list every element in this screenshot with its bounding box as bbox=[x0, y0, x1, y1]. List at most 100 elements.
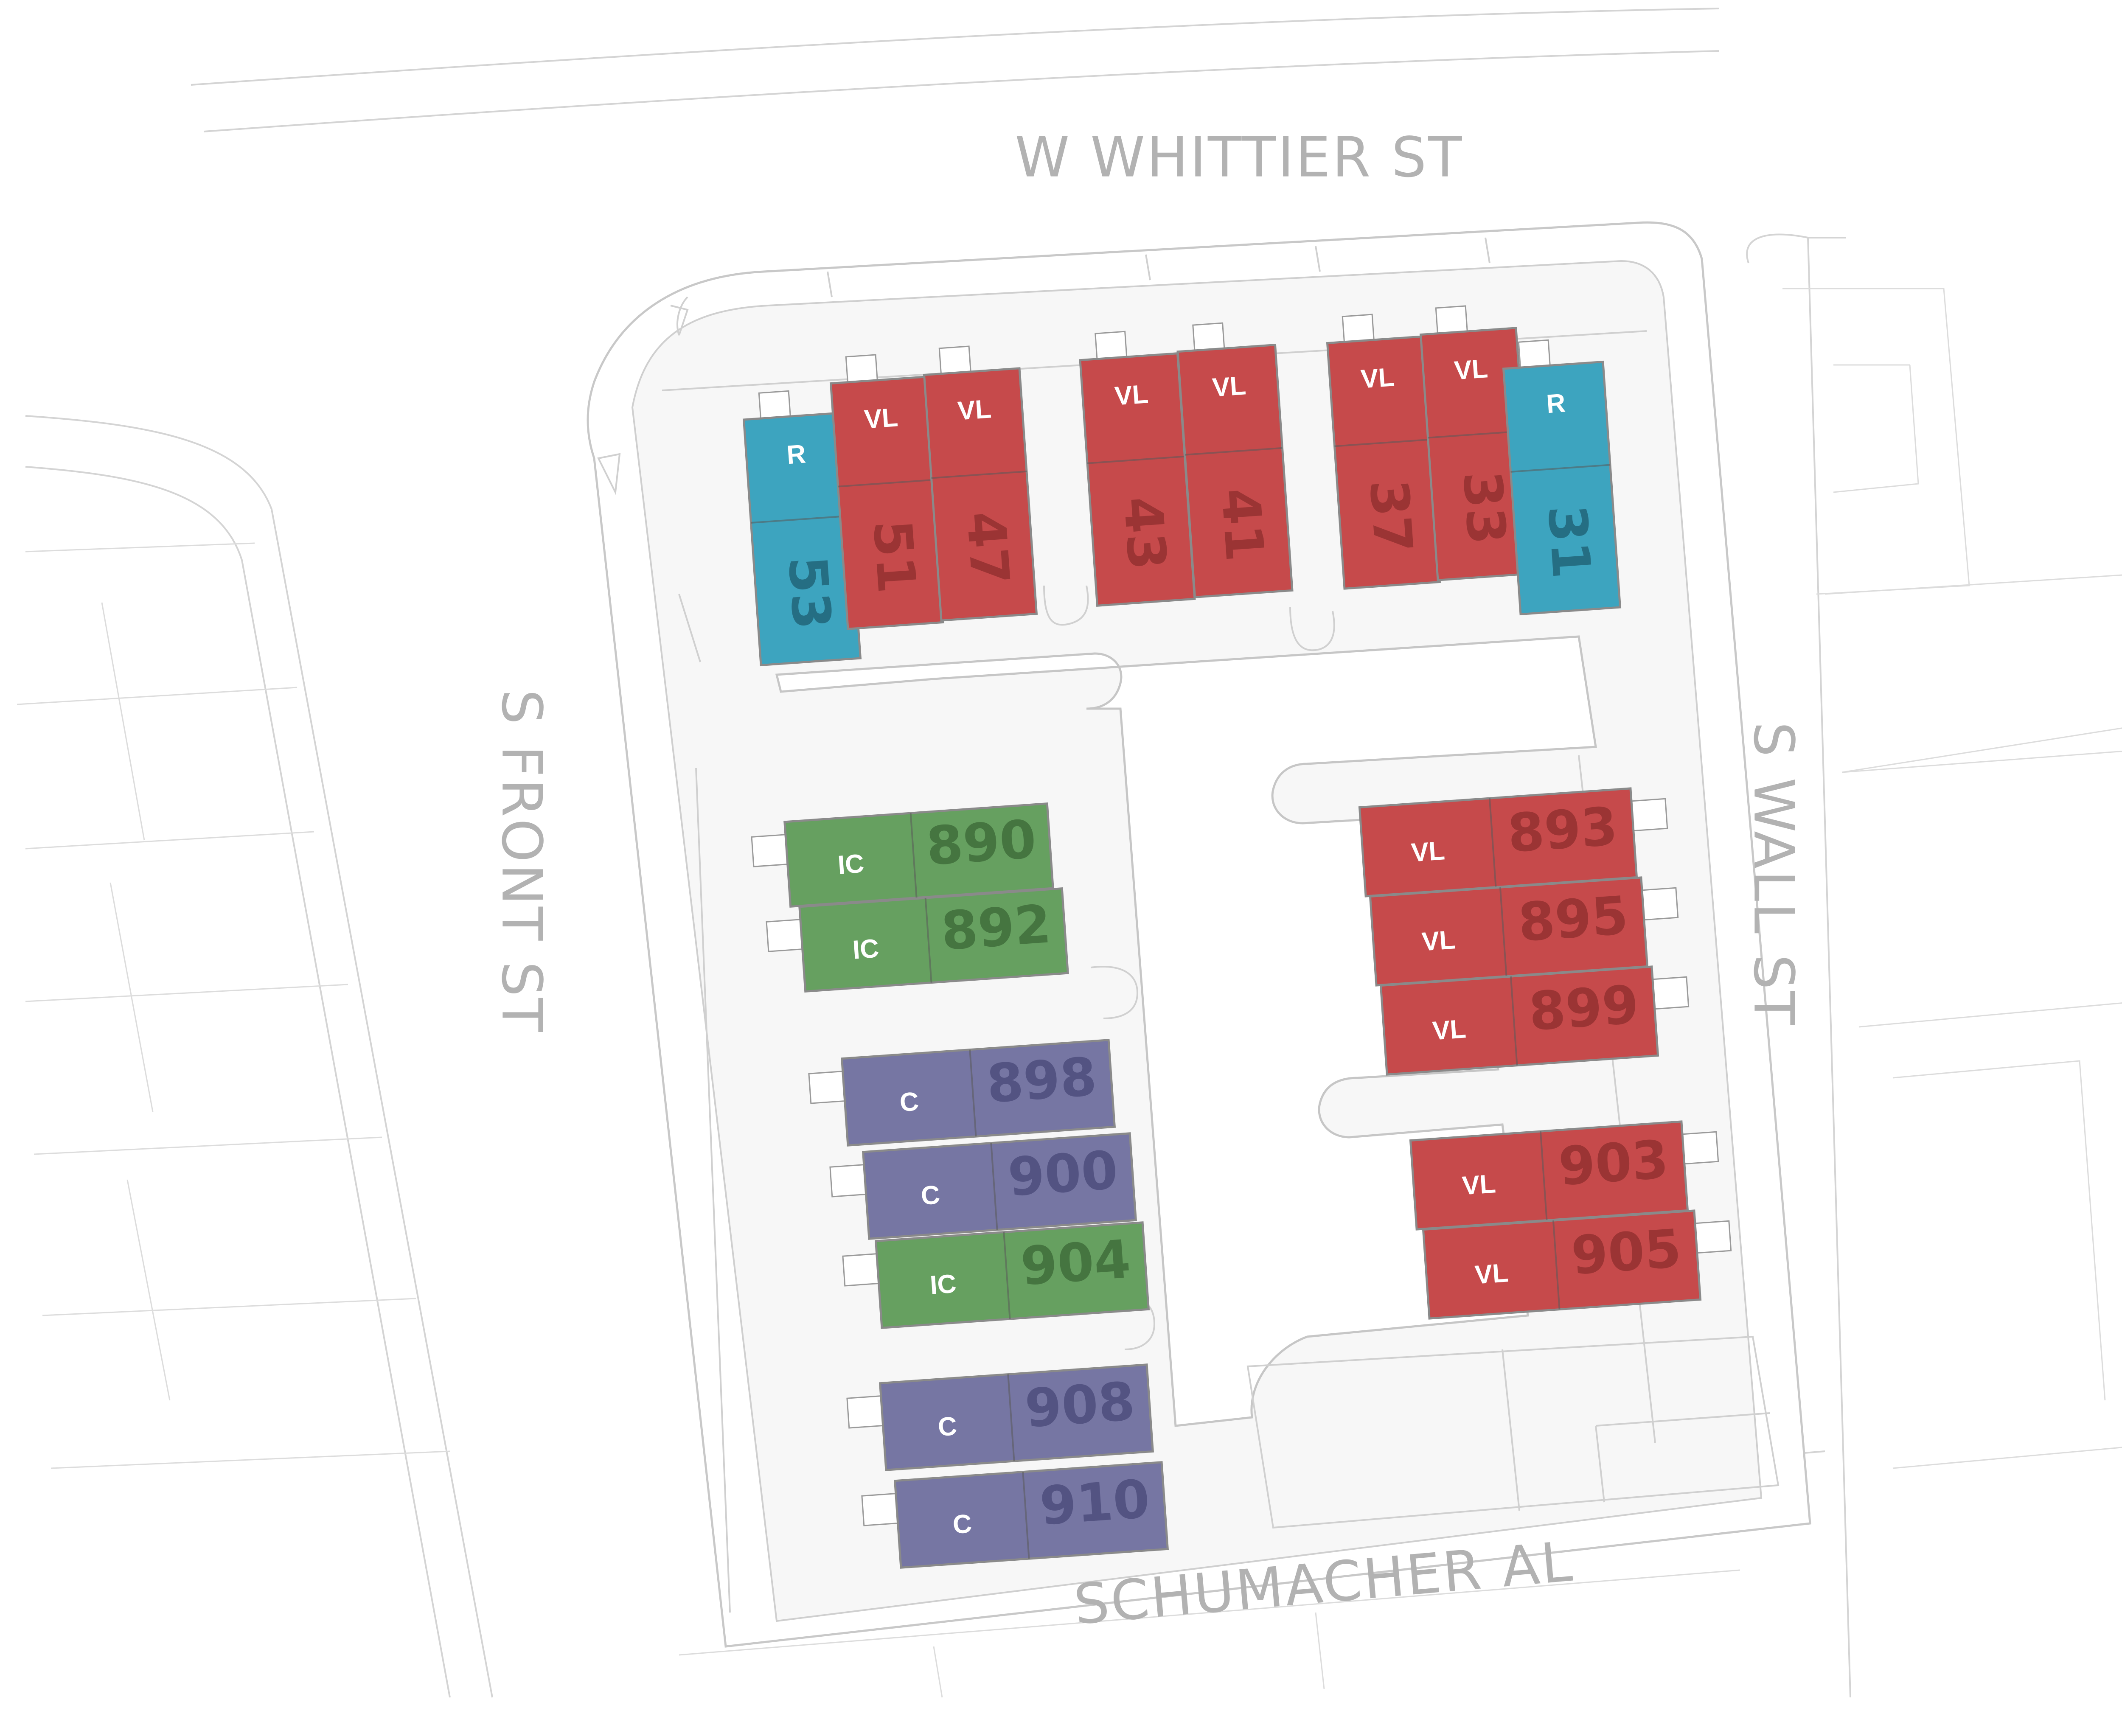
street-label-north: W WHITTIER ST bbox=[1015, 125, 1463, 190]
unit-904[interactable]: IC 904 bbox=[842, 1221, 1150, 1330]
unit-type-label: IC bbox=[837, 849, 865, 880]
unit-footprint[interactable] bbox=[798, 887, 1069, 993]
entry-stair-icon bbox=[1652, 976, 1690, 1010]
unit-number-label: 43 bbox=[1112, 495, 1178, 572]
entry-stair-icon bbox=[766, 919, 803, 952]
unit-divider bbox=[1488, 798, 1497, 887]
unit-number-label: 903 bbox=[1557, 1129, 1670, 1198]
unit-divider bbox=[1087, 455, 1185, 464]
unit-31[interactable]: R31 bbox=[1502, 337, 1622, 616]
entry-stair-icon bbox=[829, 1164, 867, 1198]
unit-footprint[interactable] bbox=[1379, 965, 1659, 1076]
unit-divider bbox=[1022, 1472, 1030, 1559]
unit-type-label: VL bbox=[1114, 379, 1149, 411]
unit-divider bbox=[751, 515, 851, 524]
unit-type-label: R bbox=[786, 439, 806, 470]
unit-number-label: 890 bbox=[924, 809, 1038, 878]
unit-footprint[interactable] bbox=[1422, 1209, 1702, 1320]
unit-footprint[interactable] bbox=[923, 367, 1038, 622]
unit-type-label: C bbox=[937, 1411, 958, 1442]
entry-stair-icon bbox=[861, 1493, 899, 1526]
unit-number-label: 33 bbox=[1451, 469, 1517, 547]
entry-stair-icon bbox=[1694, 1220, 1732, 1254]
unit-divider bbox=[969, 1049, 977, 1137]
unit-number-label: 892 bbox=[939, 894, 1053, 962]
unit-footprint[interactable] bbox=[1176, 344, 1294, 598]
unit-footprint[interactable] bbox=[893, 1461, 1169, 1569]
unit-divider bbox=[1510, 976, 1518, 1066]
unit-47[interactable]: VL 47 bbox=[922, 343, 1038, 622]
entry-stair-icon bbox=[758, 390, 791, 419]
unit-type-label: C bbox=[899, 1087, 920, 1117]
unit-type-label: VL bbox=[957, 394, 992, 426]
street-label-west: S FRONT ST bbox=[489, 689, 554, 1033]
unit-type-label: VL bbox=[1360, 362, 1395, 394]
unit-number-label: 910 bbox=[1038, 1469, 1151, 1537]
entry-stair-icon bbox=[1192, 322, 1225, 351]
unit-footprint[interactable] bbox=[874, 1221, 1150, 1329]
entry-stair-icon bbox=[751, 834, 789, 867]
unit-footprint[interactable] bbox=[862, 1132, 1137, 1240]
unit-number-label: 41 bbox=[1209, 486, 1275, 564]
unit-892[interactable]: IC 892 bbox=[766, 887, 1069, 994]
unit-footprint[interactable] bbox=[879, 1363, 1154, 1471]
unit-41[interactable]: VL 41 bbox=[1176, 320, 1294, 598]
street-label-east: S WALL ST bbox=[1741, 722, 1806, 1026]
unit-number-label: 904 bbox=[1019, 1229, 1132, 1298]
unit-37[interactable]: VL 37 bbox=[1325, 311, 1441, 590]
unit-number-label: 893 bbox=[1506, 796, 1620, 865]
unit-type-label: VL bbox=[1432, 1014, 1467, 1046]
unit-footprint[interactable] bbox=[840, 1039, 1116, 1147]
entry-stair-icon bbox=[1681, 1131, 1719, 1165]
entry-stair-icon bbox=[845, 354, 878, 383]
unit-number-label: 31 bbox=[1536, 503, 1602, 581]
unit-number-label: 908 bbox=[1023, 1371, 1137, 1440]
unit-divider bbox=[924, 897, 932, 983]
entry-stair-icon bbox=[1631, 798, 1668, 832]
unit-899[interactable]: VL 899 bbox=[1379, 964, 1692, 1076]
unit-890[interactable]: IC 890 bbox=[751, 802, 1054, 909]
unit-number-label: 899 bbox=[1527, 974, 1641, 1043]
unit-divider bbox=[931, 470, 1027, 479]
entry-stair-icon bbox=[1641, 887, 1679, 921]
unit-divider bbox=[909, 813, 918, 898]
unit-898[interactable]: C 898 bbox=[808, 1039, 1116, 1148]
unit-number-label: 898 bbox=[985, 1046, 1098, 1115]
unit-divider bbox=[838, 479, 934, 488]
unit-divider bbox=[990, 1143, 998, 1230]
entry-stair-icon bbox=[846, 1395, 884, 1429]
entry-stair-icon bbox=[808, 1071, 846, 1104]
unit-type-label: VL bbox=[1461, 1169, 1497, 1200]
entry-stair-icon bbox=[938, 345, 971, 375]
unit-908[interactable]: C 908 bbox=[846, 1363, 1154, 1472]
unit-divider bbox=[1007, 1374, 1015, 1461]
unit-divider bbox=[1003, 1232, 1011, 1319]
unit-903[interactable]: VL 903 bbox=[1409, 1119, 1721, 1231]
unit-divider bbox=[1185, 447, 1283, 456]
unit-893[interactable]: VL 893 bbox=[1358, 786, 1670, 897]
unit-divider bbox=[1510, 464, 1611, 473]
entry-stair-icon bbox=[1095, 331, 1128, 360]
unit-number-label: 37 bbox=[1358, 478, 1424, 555]
entry-stair-icon bbox=[1435, 305, 1468, 334]
entry-stair-icon bbox=[1518, 339, 1551, 368]
unit-footprint[interactable] bbox=[1502, 360, 1622, 616]
unit-type-label: IC bbox=[852, 934, 880, 965]
unit-51[interactable]: VL 51 bbox=[829, 351, 945, 630]
unit-43[interactable]: VL 43 bbox=[1078, 328, 1196, 607]
unit-type-label: IC bbox=[929, 1269, 957, 1300]
unit-type-label: VL bbox=[1410, 836, 1446, 867]
entry-stair-icon bbox=[1342, 314, 1375, 343]
unit-type-label: VL bbox=[863, 403, 899, 434]
unit-number-label: 51 bbox=[861, 518, 927, 595]
unit-number-label: 47 bbox=[954, 510, 1021, 587]
unit-divider bbox=[1539, 1131, 1548, 1220]
unit-number-label: 53 bbox=[776, 554, 842, 631]
unit-type-label: VL bbox=[1211, 371, 1247, 402]
